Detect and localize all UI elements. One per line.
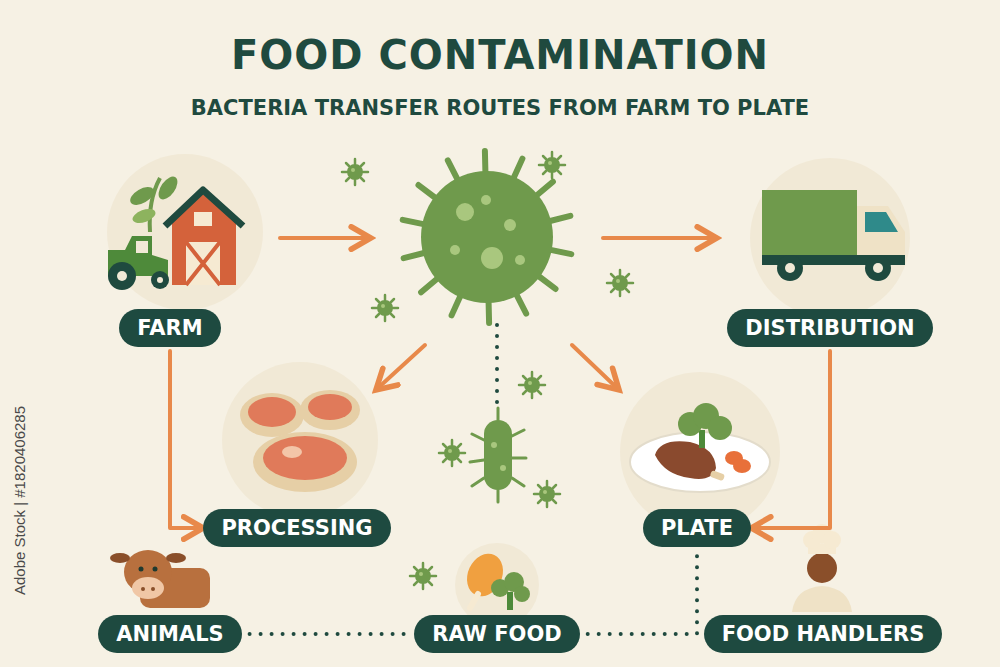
label-pill: PLATE xyxy=(643,509,751,547)
node-label: DISTRIBUTION xyxy=(745,316,914,340)
node-label: FOOD HANDLERS xyxy=(722,622,925,646)
label-pill: DISTRIBUTION xyxy=(727,309,932,347)
dotted-line xyxy=(495,325,499,405)
node-label: RAW FOOD xyxy=(432,622,561,646)
label-pill: FOOD HANDLERS xyxy=(704,615,943,653)
label-pill: ANIMALS xyxy=(98,615,241,653)
label-pill: FARM xyxy=(119,309,220,347)
node-label: FARM xyxy=(137,316,202,340)
chef-icon xyxy=(792,524,852,612)
subtitle: BACTERIA TRANSFER ROUTES FROM FARM TO PL… xyxy=(191,96,809,120)
cow-icon xyxy=(110,550,210,608)
watermark: Adobe Stock | #1820406285 xyxy=(12,405,29,594)
icon-ground xyxy=(222,362,378,518)
meat-icon xyxy=(240,390,360,492)
label-pill: PROCESSING xyxy=(203,509,390,547)
dotted-connector xyxy=(250,632,407,636)
farm-icon xyxy=(108,173,243,290)
title: FOOD CONTAMINATION xyxy=(231,32,769,78)
bacillus xyxy=(470,408,526,502)
label-pill: RAW FOOD xyxy=(414,615,579,653)
plate-icon xyxy=(630,403,770,492)
node-label: ANIMALS xyxy=(116,622,223,646)
flow-arrow xyxy=(170,351,200,528)
raw-food-icon xyxy=(460,548,530,610)
icon-ground xyxy=(620,372,780,532)
icon-ground xyxy=(750,158,910,318)
node-label: PROCESSING xyxy=(221,516,372,540)
bacterium xyxy=(403,151,572,323)
node-label: PLATE xyxy=(661,516,733,540)
flow-arrow xyxy=(754,351,830,528)
dotted-connector xyxy=(588,555,697,634)
truck-icon xyxy=(762,190,905,281)
icon-ground xyxy=(107,154,263,310)
flow-arrows xyxy=(280,238,714,388)
